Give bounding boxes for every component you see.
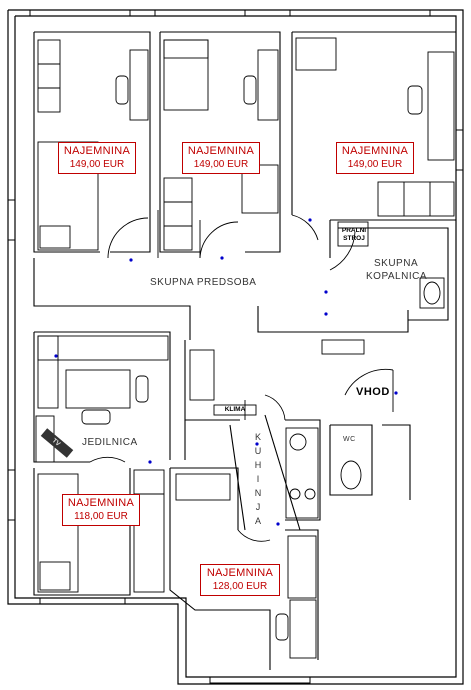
rent-title: NAJEMNINA <box>67 497 135 509</box>
klima-label: KLIMA <box>224 406 246 413</box>
door-markers <box>54 218 398 526</box>
rent-box-room5: NAJEMNINA 128,00 EUR <box>200 564 280 596</box>
washer-label-line2: STROJ <box>343 235 365 242</box>
kitchen-letter: U <box>254 446 262 456</box>
interior-walls <box>33 31 456 670</box>
rent-price: 149,00 EUR <box>347 159 403 170</box>
rent-title: NAJEMNINA <box>187 145 255 157</box>
kitchen-letter: K <box>254 432 261 442</box>
furniture <box>35 37 455 659</box>
rent-box-room3: NAJEMNINA 149,00 EUR <box>336 142 414 174</box>
rent-price: 149,00 EUR <box>193 159 249 170</box>
tv-icon <box>40 428 74 458</box>
rent-title: NAJEMNINA <box>63 145 131 157</box>
wc-label: WC <box>343 436 356 443</box>
kitchen-letter: I <box>256 474 260 484</box>
bathroom-label-line2: KOPALNICA <box>366 271 427 282</box>
rent-price: 118,00 EUR <box>74 511 128 522</box>
rent-price: 128,00 EUR <box>212 581 268 592</box>
outer-walls <box>7 9 464 685</box>
rent-box-room1: NAJEMNINA 149,00 EUR <box>58 142 136 174</box>
kitchen-letter: A <box>254 516 261 526</box>
bathroom-label-line1: SKUPNA <box>374 258 419 269</box>
kitchen-letter: N <box>254 488 262 498</box>
kitchen-letter: J <box>255 502 261 512</box>
dining-label: JEDILNICA <box>82 437 138 448</box>
door-arcs <box>89 210 394 542</box>
rent-title: NAJEMNINA <box>341 145 409 157</box>
rent-price: 149,00 EUR <box>69 159 125 170</box>
washer-label-line1: PRALNI <box>341 227 367 234</box>
entrance-label: VHOD <box>356 386 390 398</box>
kitchen-label: K U H I N J A <box>252 430 264 528</box>
hall-label: SKUPNA PREDSOBA <box>150 277 257 288</box>
windows <box>7 9 464 684</box>
rent-title: NAJEMNINA <box>206 567 274 579</box>
rent-box-room4: NAJEMNINA 118,00 EUR <box>62 494 140 526</box>
kitchen-letter: H <box>254 460 262 470</box>
rent-box-room2: NAJEMNINA 149,00 EUR <box>182 142 260 174</box>
